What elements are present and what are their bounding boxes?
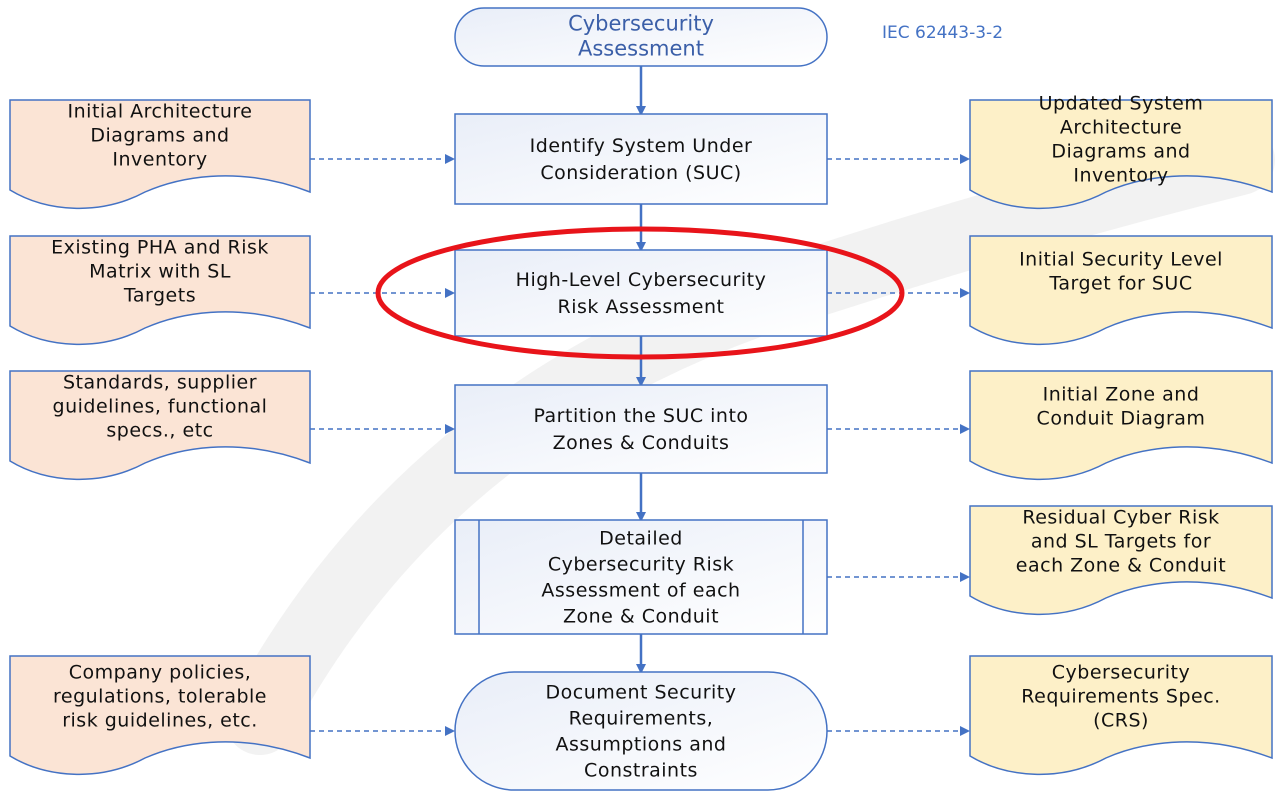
output-doc-residual-risk-label-line: and SL Targets for [1031, 531, 1211, 553]
output-doc-initial-zone-diagram[interactable] [969, 370, 1273, 481]
shapes [9, 7, 1273, 791]
output-doc-updated-architecture-label-line: Architecture [1060, 117, 1182, 139]
output-doc-initial-sl-target-label-line: Initial Security Level [1019, 249, 1223, 271]
input-doc-initial-architecture-label-line: Inventory [112, 149, 207, 171]
input-doc-existing-pha[interactable] [9, 235, 311, 346]
input-doc-existing-pha-label-line: Matrix with SL [89, 261, 231, 283]
output-doc-updated-architecture[interactable] [969, 99, 1273, 210]
connectors [310, 66, 970, 736]
input-doc-company-policies-label-line: risk guidelines, etc. [62, 710, 258, 732]
input-doc-existing-pha-label-line: Existing PHA and Risk [51, 237, 269, 259]
output-doc-residual-risk-label-line: Residual Cyber Risk [1022, 507, 1219, 529]
process-step-document-requirements-label-line: Assumptions and [556, 734, 727, 756]
process-step-document-requirements-label-line: Constraints [584, 760, 698, 782]
input-doc-standards-label-line: guidelines, functional [53, 396, 268, 418]
input-doc-initial-architecture[interactable] [9, 99, 311, 210]
output-doc-initial-zone-diagram-label-line: Conduit Diagram [1037, 408, 1206, 430]
output-doc-updated-architecture-label-line: Inventory [1073, 165, 1168, 187]
output-doc-updated-architecture-label-line: Updated System [1039, 93, 1204, 115]
process-step-high-level-risk-label-line: High-Level Cybersecurity [516, 269, 767, 291]
output-doc-residual-risk-label-line: each Zone & Conduit [1016, 555, 1226, 577]
output-doc-initial-sl-target[interactable] [969, 235, 1273, 346]
output-doc-crs-label-line: Cybersecurity [1052, 662, 1190, 684]
process-step-high-level-risk[interactable] [454, 249, 828, 337]
input-doc-standards[interactable] [9, 370, 311, 481]
standard-label: IEC 62443-3-2 [882, 23, 1003, 43]
title-label-line: Assessment [578, 37, 704, 61]
input-doc-initial-architecture-label-line: Initial Architecture [68, 101, 253, 123]
input-doc-standards-label-line: Standards, supplier [63, 372, 257, 394]
start-terminator[interactable] [454, 7, 828, 67]
output-doc-crs-label-line: Requirements Spec. [1021, 686, 1220, 708]
output-doc-initial-sl-target-label-line: Target for SUC [1048, 273, 1192, 295]
input-doc-company-policies[interactable] [9, 655, 311, 776]
process-step-detailed-risk-label-line: Assessment of each [541, 580, 740, 602]
process-step-detailed-risk-label-line: Cybersecurity Risk [548, 554, 734, 576]
process-step-detailed-risk-label-line: Zone & Conduit [563, 606, 719, 628]
input-doc-existing-pha-label-line: Targets [123, 285, 196, 307]
output-doc-crs[interactable] [969, 655, 1273, 776]
process-step-high-level-risk-label-line: Risk Assessment [558, 296, 725, 318]
process-step-detailed-risk-label-line: Detailed [599, 528, 683, 550]
highlight-ellipse [375, 226, 905, 360]
process-step-identify-suc-label-line: Consideration (SUC) [540, 162, 741, 184]
input-doc-standards-label-line: specs., etc [106, 420, 213, 442]
title-label-line: Cybersecurity [568, 12, 714, 36]
input-doc-initial-architecture-label-line: Diagrams and [90, 125, 229, 147]
process-step-identify-suc[interactable] [454, 113, 828, 205]
highlight-layer [375, 226, 905, 360]
output-doc-crs-label-line: (CRS) [1093, 710, 1149, 732]
process-step-document-requirements[interactable] [454, 671, 828, 791]
process-step-partition[interactable] [454, 384, 828, 474]
process-step-identify-suc-label-line: Identify System Under [530, 135, 753, 157]
process-step-partition-label-line: Zones & Conduits [553, 432, 730, 454]
process-step-document-requirements-label-line: Document Security [546, 682, 737, 704]
process-step-detailed-risk[interactable] [454, 519, 828, 635]
input-doc-company-policies-label-line: regulations, tolerable [53, 686, 267, 708]
process-step-partition-label-line: Partition the SUC into [533, 405, 748, 427]
input-doc-company-policies-label: Company policies,regulations, tolerabler… [53, 662, 267, 732]
input-doc-company-policies-label-line: Company policies, [69, 662, 252, 684]
output-doc-updated-architecture-label-line: Diagrams and [1051, 141, 1190, 163]
output-doc-initial-zone-diagram-label-line: Initial Zone and [1043, 384, 1200, 406]
output-doc-residual-risk[interactable] [969, 505, 1273, 616]
process-step-document-requirements-label-line: Requirements, [569, 708, 714, 730]
